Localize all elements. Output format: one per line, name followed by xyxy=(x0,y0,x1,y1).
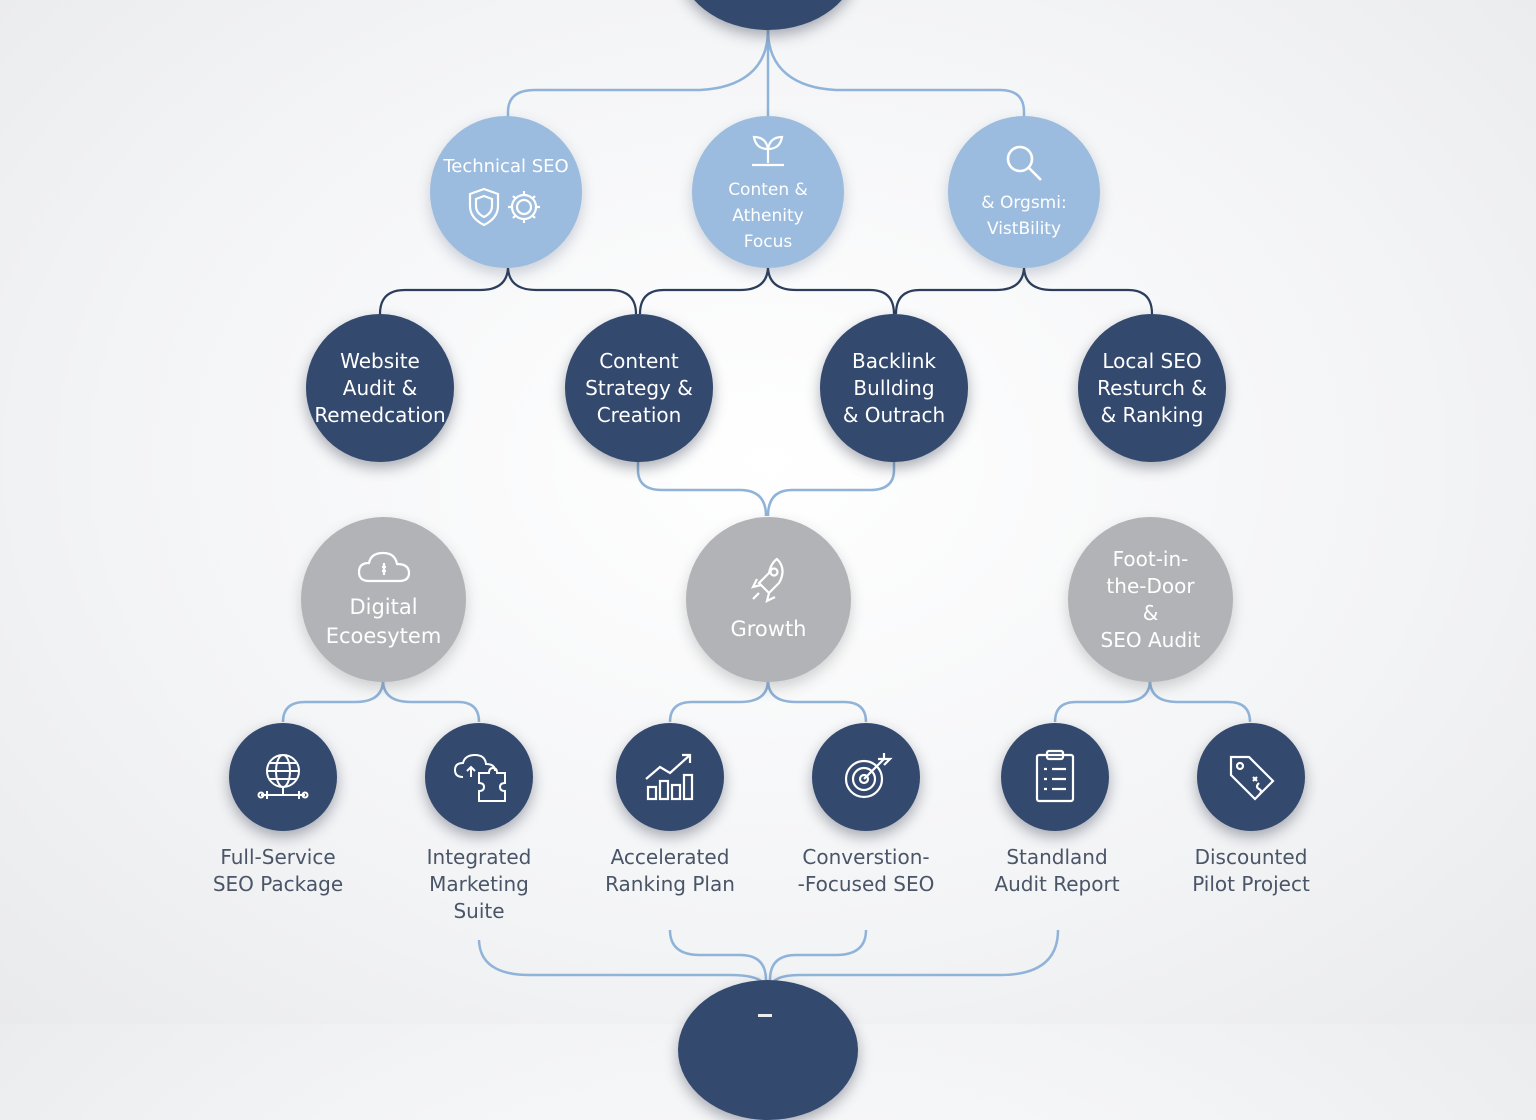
package-discounted-pilot[interactable] xyxy=(1197,723,1305,831)
package-accelerated-ranking-caption: Accelerated Ranking Plan xyxy=(605,845,735,896)
tier1-organic-visibility[interactable]: & Orgsmi: VistBility xyxy=(948,116,1100,268)
connector-content-growth xyxy=(636,460,768,517)
connector-technical-website xyxy=(378,265,510,315)
connector-visibility-backlink xyxy=(894,265,1026,315)
tier1-technical-seo-label: Technical SEO xyxy=(443,156,569,177)
connector-digital-fullservice xyxy=(281,679,385,723)
package-full-service-seo[interactable] xyxy=(229,723,337,831)
connector-bottom-bracket-left xyxy=(668,929,768,981)
growth-chart-icon xyxy=(640,749,700,805)
package-integrated-marketing[interactable] xyxy=(425,723,533,831)
tier3-growth[interactable]: Growth xyxy=(686,517,851,682)
sprout-icon xyxy=(746,129,790,169)
rocket-icon xyxy=(747,555,791,605)
connector-root-technical xyxy=(506,29,770,118)
tier2-local-seo-label: Local SEO Resturch & & Ranking xyxy=(1097,348,1207,427)
tier2-website-audit[interactable]: Website Audit & Remedcation xyxy=(306,314,454,462)
tier1-content-authority[interactable]: Conten & Athenity Focus xyxy=(692,116,844,268)
package-full-service-seo-caption: Full-Service SEO Package xyxy=(212,845,344,896)
connector-lines xyxy=(281,29,1252,991)
tier1-content-authority-label: Conten & Athenity Focus xyxy=(728,180,808,252)
package-conversion-focused-caption: Converstion- -Focused SEO xyxy=(797,845,935,896)
package-standard-audit-caption: Standland Audit Report xyxy=(994,845,1120,896)
tier2-content-strategy[interactable]: Content Strategy & Creation xyxy=(565,314,713,462)
connector-growth-conversion xyxy=(766,679,868,723)
connector-bottom-bracket-right xyxy=(768,929,868,981)
seo-service-hierarchy-diagram: Technical SEO Conten & Athenity Focus xyxy=(212,0,1310,1120)
connector-technical-content xyxy=(506,265,638,315)
package-discounted-pilot-caption: Discounted Pilot Project xyxy=(1192,845,1310,896)
connector-root-visibility xyxy=(766,29,1026,118)
package-accelerated-ranking[interactable] xyxy=(616,723,724,831)
globe-network-icon xyxy=(253,747,313,807)
shield-gear-icon xyxy=(464,185,548,229)
connector-content-backlink xyxy=(766,265,896,315)
tier3-digital-ecosystem[interactable]: Digital Ecoesytem xyxy=(301,517,466,682)
target-icon xyxy=(838,749,894,805)
connector-backlink-growth xyxy=(766,460,896,517)
connector-bottom-right-wide xyxy=(768,929,1060,991)
package-integrated-marketing-caption: Integrated Marketing Suite xyxy=(426,845,532,923)
magnifier-icon xyxy=(1002,142,1046,184)
connector-foot-standard xyxy=(1053,679,1152,723)
connector-bottom-left-wide xyxy=(477,939,768,991)
clipboard-icon xyxy=(1031,747,1079,807)
tier1-organic-visibility-label: & Orgsmi: VistBility xyxy=(981,193,1067,239)
tier2-content-strategy-label: Content Strategy & Creation xyxy=(585,348,693,427)
package-conversion-focused[interactable] xyxy=(812,723,920,831)
tier3-digital-ecosystem-label: Digital Ecoesytem xyxy=(325,594,442,648)
cloud-puzzle-icon xyxy=(449,747,509,807)
root-node-bottom[interactable] xyxy=(678,980,858,1120)
bottom-node-mark xyxy=(758,1013,772,1017)
connector-content-content xyxy=(638,265,770,315)
connector-visibility-local xyxy=(1022,265,1154,315)
connector-foot-discounted xyxy=(1148,679,1252,723)
tier3-growth-label: Growth xyxy=(730,617,807,641)
price-tag-icon xyxy=(1223,749,1279,805)
package-standard-audit[interactable] xyxy=(1001,723,1109,831)
tier3-foot-in-the-door[interactable]: Foot-in- the-Door & SEO Audit xyxy=(1068,517,1233,682)
tier2-local-seo[interactable]: Local SEO Resturch & & Ranking xyxy=(1078,314,1226,462)
connector-digital-integrated xyxy=(381,679,481,723)
tier2-website-audit-label: Website Audit & Remedcation xyxy=(314,348,446,427)
tier3-foot-in-the-door-label: Foot-in- the-Door & SEO Audit xyxy=(1100,546,1201,652)
tier2-backlink-building[interactable]: Backlink Bullding & Outrach xyxy=(820,314,968,462)
connector-growth-accelerated xyxy=(668,679,770,723)
tier2-backlink-building-label: Backlink Bullding & Outrach xyxy=(842,348,946,427)
cloud-icon xyxy=(355,549,413,587)
tier1-technical-seo[interactable]: Technical SEO xyxy=(430,116,582,268)
